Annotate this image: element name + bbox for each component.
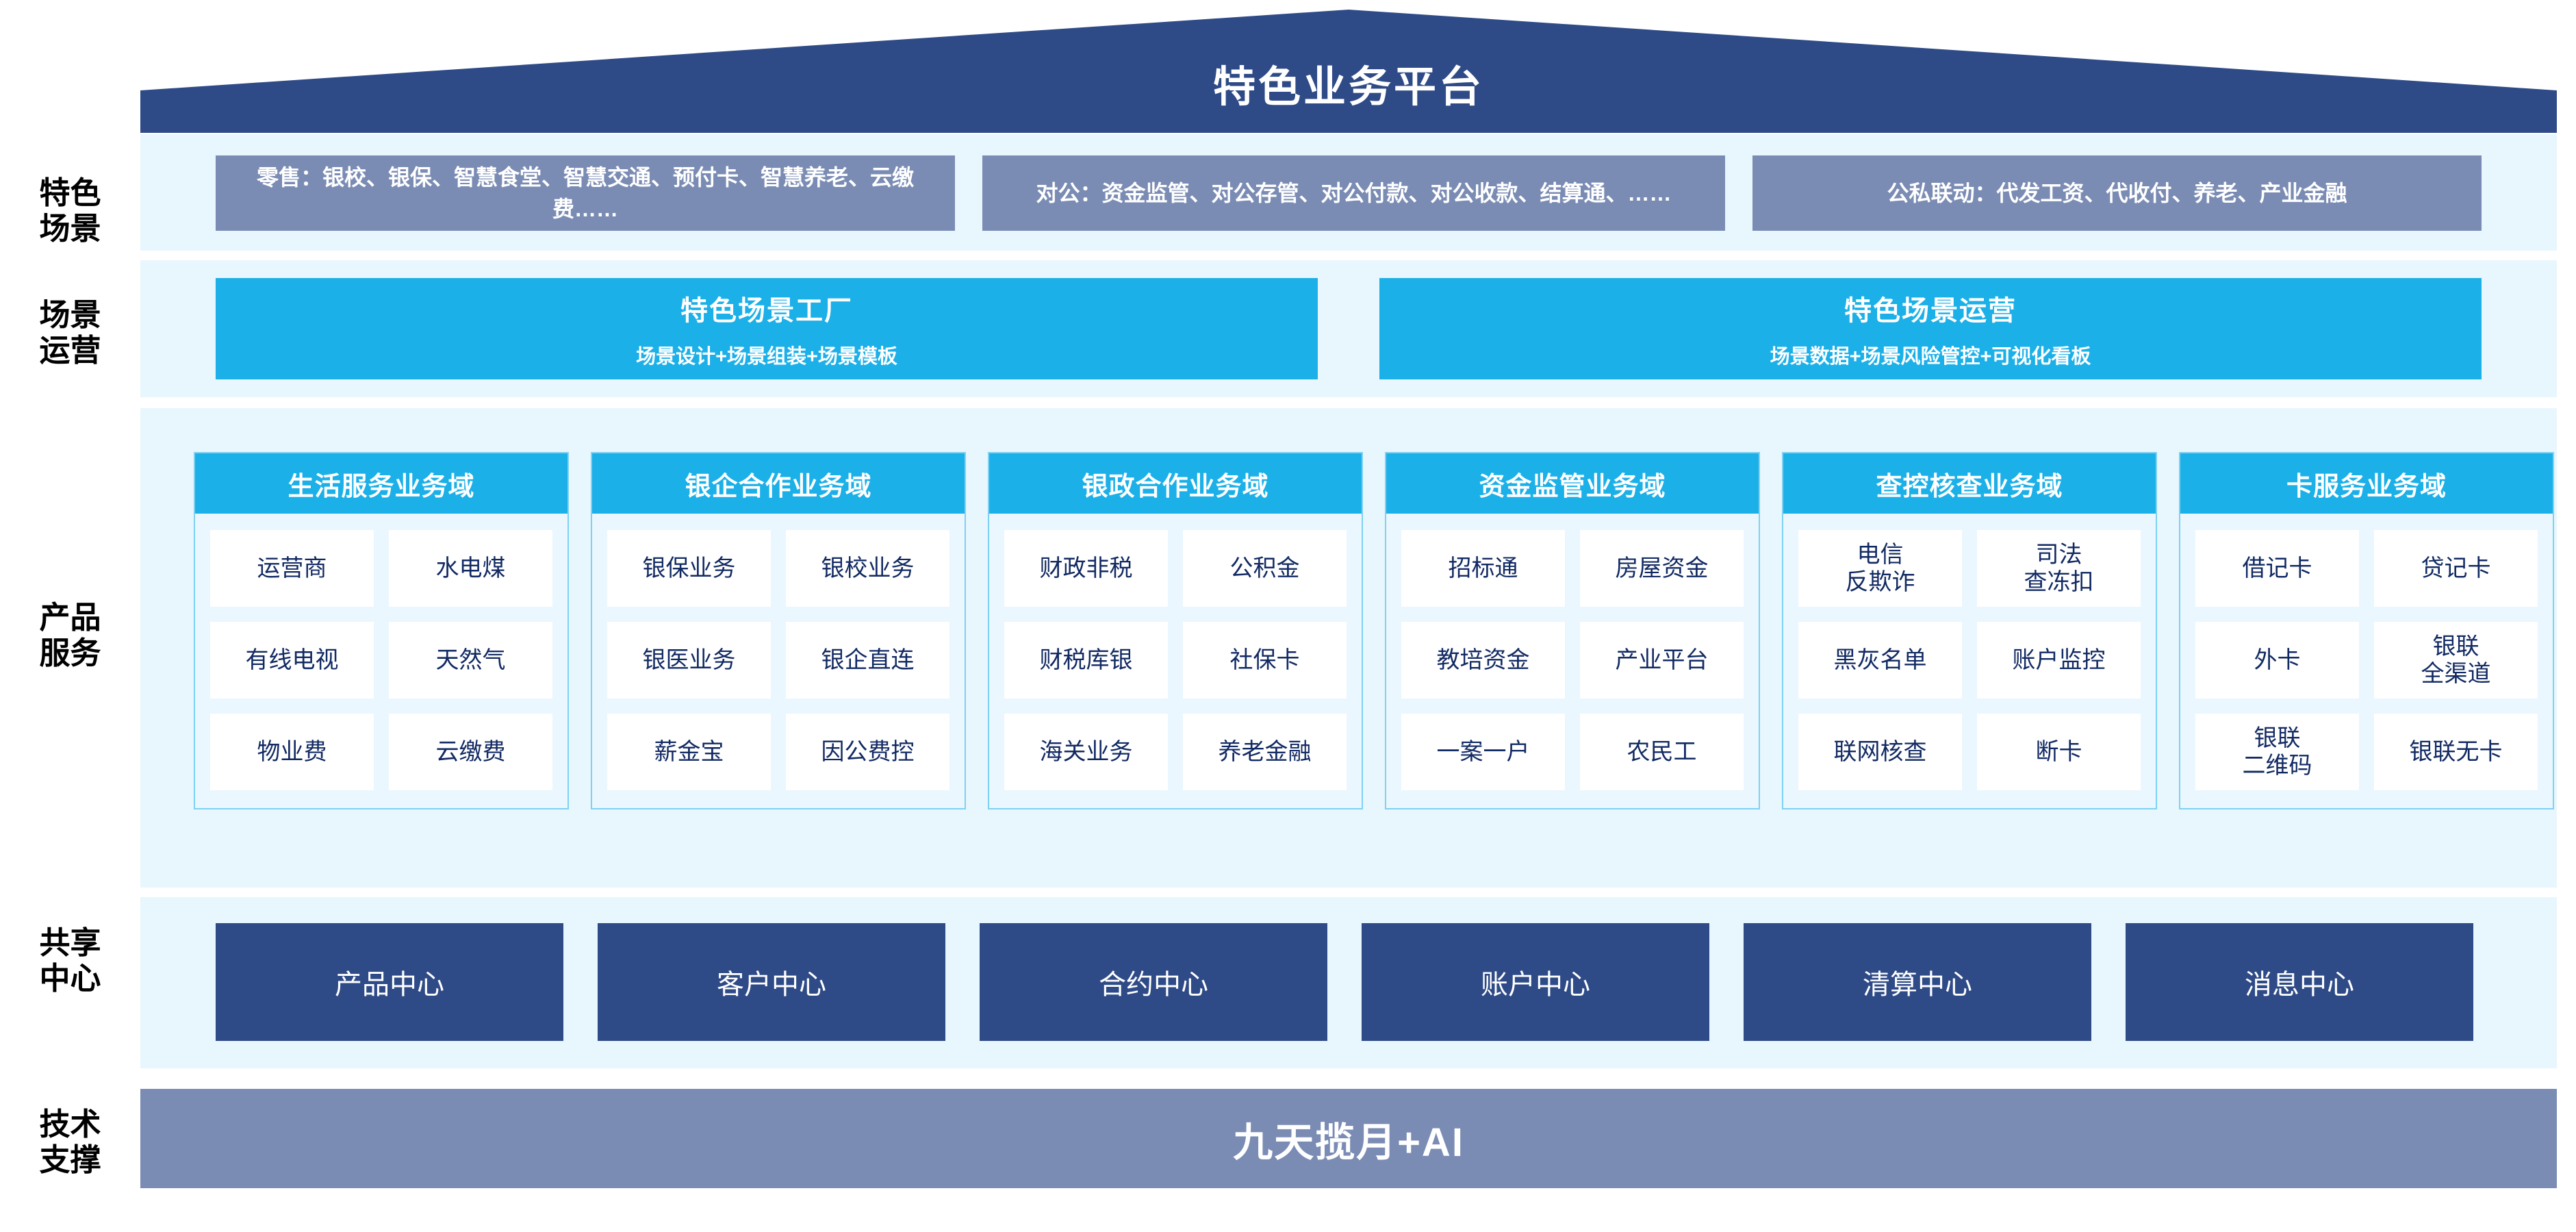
domain-title: 资金监管业务域 xyxy=(1386,453,1759,514)
rail-line-2: 场景 xyxy=(39,210,101,246)
domain-item[interactable]: 银校业务 xyxy=(786,530,949,607)
domain-life-service[interactable]: 生活服务业务域 运营商 水电煤 有线电视 天然气 物业费 云缴费 xyxy=(194,452,569,809)
domain-item[interactable]: 薪金宝 xyxy=(607,714,771,790)
domain-item[interactable]: 断卡 xyxy=(1977,714,2141,790)
domain-item-grid: 银保业务 银校业务 银医业务 银企直连 薪金宝 因公费控 xyxy=(592,514,965,808)
scene-box-retail[interactable]: 零售：银校、银保、智慧食堂、智慧交通、预付卡、智慧养老、云缴费…… xyxy=(216,155,955,231)
scene-box-corporate[interactable]: 对公：资金监管、对公存管、对公付款、对公收款、结算通、…… xyxy=(982,155,1725,231)
rail-line-1: 共享 xyxy=(39,925,101,960)
domain-title: 生活服务业务域 xyxy=(195,453,568,514)
ops-box-scene-operation[interactable]: 特色场景运营 场景数据+场景风险管控+可视化看板 xyxy=(1379,278,2482,379)
row-label-product-service: 产品 服务 xyxy=(0,600,140,671)
domain-item[interactable]: 养老金融 xyxy=(1183,714,1347,790)
domain-bank-government[interactable]: 银政合作业务域 财政非税 公积金 财税库银 社保卡 海关业务 养老金融 xyxy=(988,452,1363,809)
rail-line-1: 产品 xyxy=(39,600,101,635)
featured-scenes-row: 零售：银校、银保、智慧食堂、智慧交通、预付卡、智慧养老、云缴费…… 对公：资金监… xyxy=(140,134,2557,251)
domain-item[interactable]: 产业平台 xyxy=(1580,622,1744,699)
tech-support-title: 九天揽月+AI xyxy=(1233,1120,1464,1165)
row-label-shared-centers: 共享 中心 xyxy=(0,925,140,996)
domain-item[interactable]: 外卡 xyxy=(2195,622,2359,699)
page-title: 特色业务平台 xyxy=(1212,64,1484,111)
shared-centers-row: 产品中心 客户中心 合约中心 账户中心 清算中心 消息中心 xyxy=(140,897,2557,1068)
domain-item[interactable]: 水电煤 xyxy=(389,530,552,607)
rail-line-1: 场景 xyxy=(39,297,101,332)
center-box-message[interactable]: 消息中心 xyxy=(2126,923,2473,1041)
domain-item[interactable]: 贷记卡 xyxy=(2374,530,2538,607)
center-box-customer[interactable]: 客户中心 xyxy=(598,923,945,1041)
domain-item[interactable]: 银联无卡 xyxy=(2374,714,2538,790)
domain-item[interactable]: 银联二维码 xyxy=(2195,714,2359,790)
domain-item[interactable]: 财政非税 xyxy=(1004,530,1168,607)
rail-line-2: 中心 xyxy=(39,960,101,996)
domain-title: 查控核查业务域 xyxy=(1783,453,2156,514)
domain-item[interactable]: 有线电视 xyxy=(210,622,374,699)
domain-item[interactable]: 黑灰名单 xyxy=(1798,622,1962,699)
ops-title: 特色场景运营 xyxy=(1844,296,2017,326)
tech-support-band[interactable]: 九天揽月+AI xyxy=(140,1089,2557,1188)
domain-item[interactable]: 财税库银 xyxy=(1004,622,1168,699)
domain-item[interactable]: 天然气 xyxy=(389,622,552,699)
domain-item[interactable]: 社保卡 xyxy=(1183,622,1347,699)
domain-item[interactable]: 公积金 xyxy=(1183,530,1347,607)
domain-bank-enterprise[interactable]: 银企合作业务域 银保业务 银校业务 银医业务 银企直连 薪金宝 因公费控 xyxy=(591,452,966,809)
row-label-rail: 特色 场景 场景 运营 产品 服务 共享 中心 技术 支撑 xyxy=(0,134,140,1230)
domain-item-grid: 运营商 水电煤 有线电视 天然气 物业费 云缴费 xyxy=(195,514,568,808)
domain-item[interactable]: 运营商 xyxy=(210,530,374,607)
domain-item[interactable]: 银企直连 xyxy=(786,622,949,699)
scene-box-linkage[interactable]: 公私联动：代发工资、代收付、养老、产业金融 xyxy=(1752,155,2482,231)
rail-line-1: 技术 xyxy=(39,1107,101,1142)
center-box-product[interactable]: 产品中心 xyxy=(216,923,563,1041)
domain-item[interactable]: 物业费 xyxy=(210,714,374,790)
ops-title: 特色场景工厂 xyxy=(680,296,853,326)
row-label-tech-support: 技术 支撑 xyxy=(0,1107,140,1178)
domain-item[interactable]: 房屋资金 xyxy=(1580,530,1744,607)
domain-fund-supervision[interactable]: 资金监管业务域 招标通 房屋资金 教培资金 产业平台 一案一户 农民工 xyxy=(1385,452,1760,809)
ops-subtitle: 场景设计+场景组装+场景模板 xyxy=(636,346,897,368)
center-box-clearing[interactable]: 清算中心 xyxy=(1744,923,2091,1041)
domain-investigation-control[interactable]: 查控核查业务域 电信反欺诈 司法查冻扣 黑灰名单 账户监控 联网核查 断卡 xyxy=(1782,452,2157,809)
domain-title: 银政合作业务域 xyxy=(989,453,1362,514)
domain-card-service[interactable]: 卡服务业务域 借记卡 贷记卡 外卡 银联全渠道 银联二维码 银联无卡 xyxy=(2179,452,2554,809)
domain-item-grid: 电信反欺诈 司法查冻扣 黑灰名单 账户监控 联网核查 断卡 xyxy=(1783,514,2156,808)
domain-title: 卡服务业务域 xyxy=(2180,453,2553,514)
domain-item[interactable]: 借记卡 xyxy=(2195,530,2359,607)
rail-line-2: 支撑 xyxy=(39,1142,101,1177)
domain-item[interactable]: 农民工 xyxy=(1580,714,1744,790)
domain-item[interactable]: 云缴费 xyxy=(389,714,552,790)
domain-item[interactable]: 银医业务 xyxy=(607,622,771,699)
product-service-row: 生活服务业务域 运营商 水电煤 有线电视 天然气 物业费 云缴费 银企合作业务域… xyxy=(140,408,2557,888)
rail-line-2: 服务 xyxy=(39,635,101,670)
domain-item-grid: 招标通 房屋资金 教培资金 产业平台 一案一户 农民工 xyxy=(1386,514,1759,808)
platform-roof: 特色业务平台 xyxy=(140,10,2557,133)
domain-item[interactable]: 海关业务 xyxy=(1004,714,1168,790)
row-label-featured-scenes: 特色 场景 xyxy=(0,175,140,247)
ops-subtitle: 场景数据+场景风险管控+可视化看板 xyxy=(1770,346,2091,368)
domain-item-grid: 财政非税 公积金 财税库银 社保卡 海关业务 养老金融 xyxy=(989,514,1362,808)
rail-line-2: 运营 xyxy=(39,332,101,368)
ops-box-scene-factory[interactable]: 特色场景工厂 场景设计+场景组装+场景模板 xyxy=(216,278,1318,379)
domain-item[interactable]: 教培资金 xyxy=(1401,622,1565,699)
center-box-account[interactable]: 账户中心 xyxy=(1362,923,1709,1041)
domain-item[interactable]: 银保业务 xyxy=(607,530,771,607)
domain-item[interactable]: 招标通 xyxy=(1401,530,1565,607)
domain-item[interactable]: 联网核查 xyxy=(1798,714,1962,790)
row-label-scene-operations: 场景 运营 xyxy=(0,297,140,368)
domain-title: 银企合作业务域 xyxy=(592,453,965,514)
center-box-contract[interactable]: 合约中心 xyxy=(980,923,1327,1041)
domain-item-grid: 借记卡 贷记卡 外卡 银联全渠道 银联二维码 银联无卡 xyxy=(2180,514,2553,808)
domain-item[interactable]: 银联全渠道 xyxy=(2374,622,2538,699)
domain-item[interactable]: 司法查冻扣 xyxy=(1977,530,2141,607)
domain-item[interactable]: 一案一户 xyxy=(1401,714,1565,790)
scene-operations-row: 特色场景工厂 场景设计+场景组装+场景模板 特色场景运营 场景数据+场景风险管控… xyxy=(140,260,2557,397)
domain-item[interactable]: 因公费控 xyxy=(786,714,949,790)
domain-item[interactable]: 账户监控 xyxy=(1977,622,2141,699)
domain-item[interactable]: 电信反欺诈 xyxy=(1798,530,1962,607)
rail-line-1: 特色 xyxy=(39,175,101,210)
